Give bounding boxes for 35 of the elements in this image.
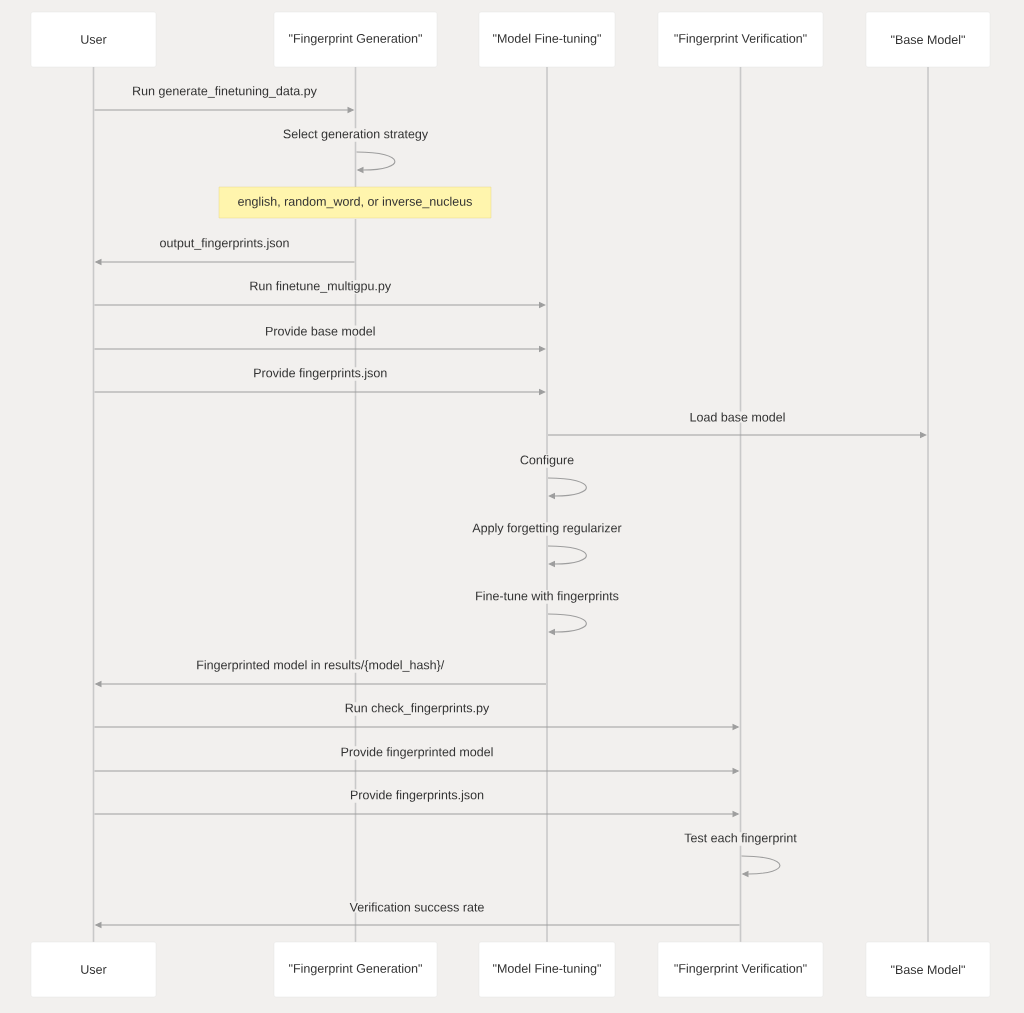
- message-label: Run generate_finetuning_data.py: [131, 85, 318, 99]
- message-label: Run check_fingerprints.py: [343, 702, 491, 716]
- participant-box: "Base Model": [865, 11, 991, 68]
- message-label: Provide fingerprints.json: [252, 367, 389, 381]
- message-label: Run finetune_multigpu.py: [248, 280, 393, 294]
- message-label: Provide base model: [264, 325, 377, 337]
- message-label: Test each fingerprint: [683, 832, 798, 846]
- message-label: Provide fingerprints.json: [348, 789, 486, 803]
- participant-box: "Fingerprint Verification": [657, 941, 824, 998]
- self-message-arrow: [740, 855, 781, 878]
- message-label: Apply forgetting regularizer: [471, 522, 623, 536]
- participant-box: "Fingerprint Generation": [273, 11, 438, 68]
- participant-box: User: [30, 941, 157, 998]
- message-label: output_fingerprints.json: [158, 237, 291, 251]
- lifeline: [546, 67, 548, 942]
- message-label: Verification success rate: [348, 901, 486, 913]
- participant-box: "Fingerprint Generation": [273, 941, 438, 998]
- self-message-arrow: [547, 545, 587, 568]
- participant-box: User: [30, 11, 157, 68]
- self-message-arrow: [547, 477, 587, 500]
- self-message-arrow: [355, 151, 396, 174]
- participant-box: "Base Model": [865, 941, 991, 998]
- message-label: Load base model: [688, 411, 787, 423]
- participant-box: "Fingerprint Verification": [657, 11, 824, 68]
- message-label: Fine-tune with fingerprints: [474, 590, 620, 604]
- message-label: Configure: [518, 454, 576, 468]
- lifeline: [927, 67, 929, 942]
- message-label: Select generation strategy: [281, 128, 430, 142]
- self-message-arrow: [547, 613, 587, 636]
- participant-box: "Model Fine-tuning": [478, 11, 616, 68]
- participant-box: "Model Fine-tuning": [478, 941, 616, 998]
- lifeline: [92, 67, 95, 942]
- message-label: Fingerprinted model in results/{model_hash}/: [195, 659, 446, 673]
- note-box: english, random_word, or inverse_nucleus: [218, 186, 492, 219]
- message-label: Provide fingerprinted model: [339, 746, 495, 760]
